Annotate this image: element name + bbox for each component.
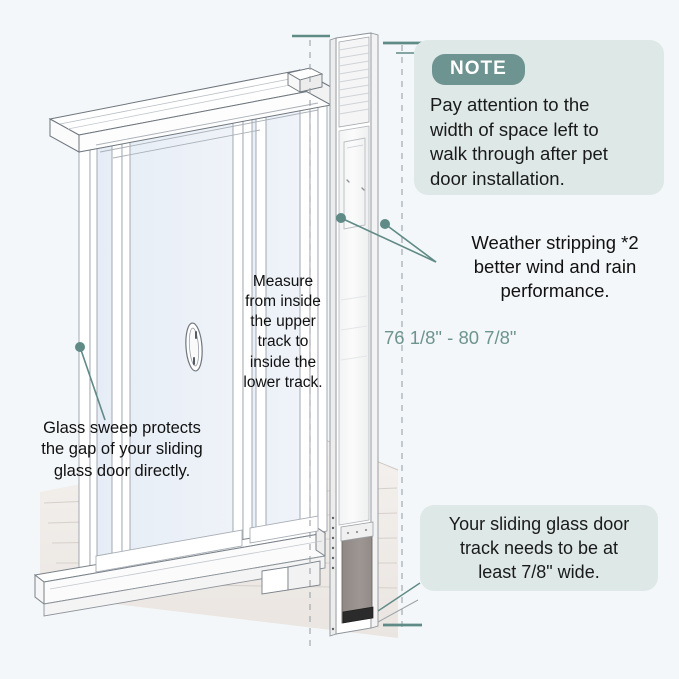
upper-track bbox=[48, 67, 333, 153]
weather-line-1: Weather stripping *2 bbox=[471, 232, 639, 253]
note-line-1: Pay attention to the bbox=[430, 94, 590, 115]
track-width-callout: Your sliding glass door track needs to b… bbox=[420, 505, 658, 591]
leader-lines bbox=[75, 52, 437, 623]
louver-section bbox=[338, 36, 370, 128]
measure-line-5: inside the bbox=[249, 353, 317, 371]
measure-line-3: the upper bbox=[250, 313, 316, 331]
track-line-2: track needs to be at bbox=[459, 537, 619, 558]
note-line-2: width of space left to bbox=[430, 118, 599, 140]
note-callout: NOTE Pay attention to the width of space… bbox=[414, 40, 664, 195]
sweep-line-1: Glass sweep protects bbox=[43, 419, 201, 437]
weather-stripping-label: Weather stripping *2 better wind and rai… bbox=[437, 231, 673, 303]
note-line-3: walk through after pet bbox=[430, 143, 608, 165]
sweep-line-3: glass door directly. bbox=[53, 461, 191, 480]
note-body: Pay attention to the width of space left… bbox=[430, 93, 648, 191]
track-line-1: Your sliding glass door bbox=[448, 513, 630, 534]
track-line-3: least 7/8" wide. bbox=[478, 562, 600, 583]
weather-line-2: better wind and rain bbox=[473, 256, 637, 278]
weather-line-3: performance. bbox=[500, 280, 610, 302]
glass-bottom-rail bbox=[95, 515, 319, 573]
weather-stripping-strip bbox=[331, 516, 335, 631]
note-badge: NOTE bbox=[432, 54, 525, 85]
measure-line-2: from inside bbox=[245, 293, 321, 311]
measure-line-6: lower track. bbox=[243, 373, 323, 391]
glass-sweep-label: Glass sweep protects the gap of your sli… bbox=[14, 418, 230, 482]
track-note-body: Your sliding glass door track needs to b… bbox=[449, 512, 629, 584]
note-line-4: door installation. bbox=[430, 167, 565, 189]
pet-door-flap bbox=[340, 521, 374, 624]
header-rail bbox=[95, 102, 319, 159]
leader-dot-glass-sweep bbox=[75, 342, 85, 352]
height-range-label: 76 1/8" - 80 7/8" bbox=[384, 327, 517, 348]
measure-instruction-label: Measure from inside the upper track to i… bbox=[224, 272, 342, 393]
sweep-line-2: the gap of your sliding bbox=[41, 440, 203, 459]
dimension-lines bbox=[292, 34, 422, 646]
pet-door-panel bbox=[329, 32, 379, 637]
measure-line-4: track to bbox=[257, 333, 309, 351]
door-handle bbox=[185, 322, 203, 372]
leader-dot-weather-left bbox=[336, 213, 346, 223]
measure-line-1: Measure bbox=[252, 273, 314, 290]
leader-dot-weather-right bbox=[380, 219, 390, 229]
panel-glass-section bbox=[338, 125, 370, 526]
